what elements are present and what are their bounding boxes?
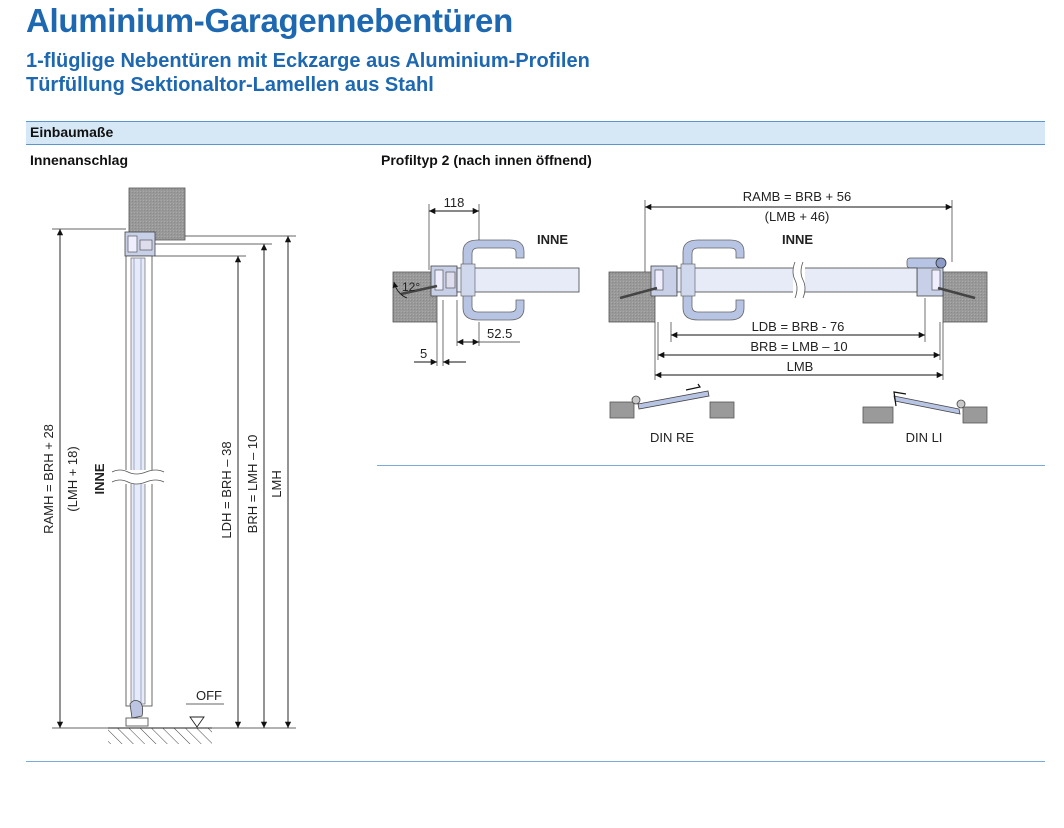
divider-bottom (26, 761, 1045, 762)
anchor-screw-right (937, 286, 976, 300)
wall-block-detail (392, 271, 438, 323)
label-ldb: LDB = BRB - 76 (752, 319, 845, 334)
profile-detail-small: 12° 118 INNE 52.5 5 (392, 195, 580, 366)
bottom-seal (129, 700, 144, 719)
label-ramb: RAMB = BRB + 56 (743, 189, 851, 204)
divider-right (377, 465, 1045, 466)
label-brb: BRB = LMB – 10 (750, 339, 847, 354)
label-ramh: RAMH = BRH + 28 (41, 424, 56, 534)
label-lmb: LMB (787, 359, 814, 374)
left-vertical-section: RAMH = BRH + 28 (LMH + 18) INNE LDH = BR… (41, 187, 296, 744)
anchor-screw-left (619, 286, 658, 300)
anchor-screw-detail (400, 284, 438, 296)
door-leaf-detail (456, 267, 580, 293)
label-lmh18: (LMH + 18) (65, 446, 80, 511)
din-li-symbol: DIN LI (862, 391, 988, 445)
label-off: OFF (196, 688, 222, 703)
label-ldh: LDH = BRH – 38 (219, 441, 234, 538)
left-diagram-heading: Innenanschlag (30, 152, 129, 168)
handle-outer-section (682, 239, 745, 273)
label-5: 5 (420, 346, 427, 361)
horizontal-section: RAMB = BRB + 56 (LMB + 46) INNE LDB = BR… (608, 189, 988, 380)
handle-inner (462, 289, 525, 321)
wall-block-left (608, 271, 656, 323)
label-118: 118 (444, 195, 465, 210)
label-lmb46: (LMB + 46) (765, 209, 830, 224)
page-subtitle: 1-flüglige Nebentüren mit Eckzarge aus A… (26, 49, 590, 97)
right-diagram-heading: Profiltyp 2 (nach innen öffnend) (381, 152, 592, 168)
section-label: Einbaumaße (30, 124, 114, 140)
page-title: Aluminium-Garagennebentüren (26, 2, 513, 39)
label-inne-section: INNE (782, 232, 813, 247)
lintel-block (128, 187, 186, 241)
label-din-li: DIN LI (906, 430, 943, 445)
subtitle-line-1: 1-flüglige Nebentüren mit Eckzarge aus A… (26, 50, 590, 72)
label-lmh: LMH (269, 470, 284, 497)
handle-inner-section (682, 289, 745, 321)
handle-outer (462, 239, 525, 273)
wall-block-right (942, 271, 988, 323)
label-angle: 12° (402, 280, 420, 294)
label-inne-detail: INNE (537, 232, 568, 247)
label-brh: BRH = LMH – 10 (245, 435, 260, 534)
label-din-re: DIN RE (650, 430, 694, 445)
label-52-5: 52.5 (487, 326, 512, 341)
label-inne-left: INNE (92, 463, 107, 494)
subtitle-line-2: Türfüllung Sektionaltor-Lamellen aus Sta… (26, 74, 434, 96)
off-level-marker (189, 716, 205, 728)
din-re-symbol: DIN RE (609, 383, 735, 445)
floor-hatch (108, 728, 212, 744)
section-header-bar: Einbaumaße (26, 121, 1045, 145)
